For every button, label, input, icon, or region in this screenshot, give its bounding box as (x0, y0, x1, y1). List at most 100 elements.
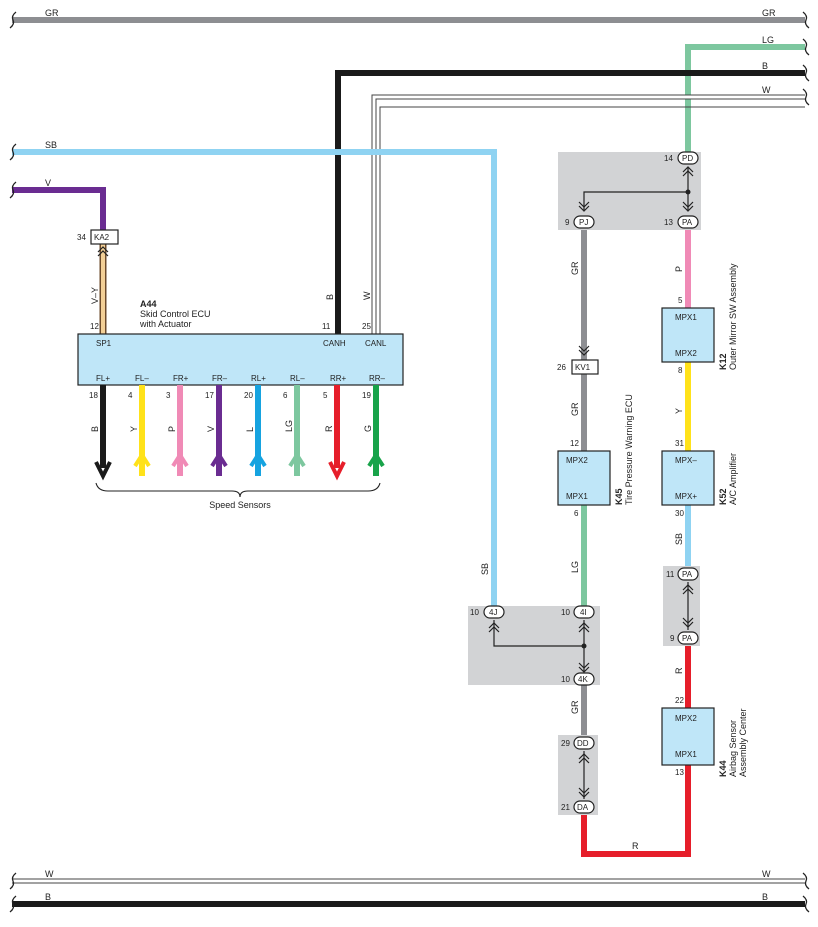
pin-pa-9-number: 9 (670, 634, 675, 643)
pin-4i-number: 10 (561, 608, 570, 617)
a44-sensor-pin-number-2: 3 (166, 391, 171, 400)
pin-pa-11-number: 11 (666, 570, 675, 579)
k12-bottom-pin-number: 8 (678, 366, 683, 375)
k44-bottom-pin-number: 13 (675, 768, 684, 777)
ka2-pin-number: 34 (77, 233, 86, 242)
a44-sensor-pin-0: FL+ (96, 374, 110, 383)
ecu-k12-box (661, 307, 715, 363)
k52-bottom-pin: MPX+ (675, 492, 697, 501)
a44-sensor-pin-number-3: 17 (205, 391, 214, 400)
a44-code: A44 (140, 299, 157, 309)
a44-sensor-pin-number-7: 19 (362, 391, 371, 400)
k12-top-pin: MPX1 (675, 313, 697, 322)
k52-top-pin: MPX– (675, 456, 697, 465)
sensor-wire-label-2: P (167, 426, 177, 432)
a44-sensor-pin-4: RL+ (251, 374, 266, 383)
sensor-wire-label-3: V (206, 426, 216, 432)
label-wire-top-gr-left: GR (45, 8, 59, 18)
pin-pd (677, 151, 699, 165)
pin-dd-label: DD (577, 739, 589, 748)
pin-4k-label: 4K (578, 675, 588, 684)
k44-bottom-pin: MPX1 (675, 750, 697, 759)
pin-da-label: DA (577, 803, 589, 812)
k45-name: Tire Pressure Warning ECU (624, 394, 634, 505)
ka2-label: KA2 (94, 233, 110, 242)
label-wire-gr-pj: GR (570, 261, 580, 275)
pin-pa-9-label: PA (682, 634, 693, 643)
pin-4j (483, 605, 505, 619)
kv1-chevron-icon (578, 345, 590, 356)
a44-name-line1: Skid Control ECU (140, 309, 211, 319)
label-wire-bottom-w-right: W (762, 869, 771, 879)
wire-top-w (371, 94, 805, 334)
label-wire-v: V (45, 178, 51, 188)
pin-da-number: 21 (561, 803, 570, 812)
pin-4i (573, 605, 595, 619)
ka2-chevron-icon (97, 246, 109, 257)
pin-da (573, 800, 595, 814)
pin-4j-label: 4J (489, 608, 497, 617)
a44-sensor-pin-2: FR+ (173, 374, 189, 383)
sensor-wire-label-6: R (324, 425, 334, 432)
pin-pd-number: 14 (664, 154, 673, 163)
pin-4j-number: 10 (470, 608, 479, 617)
k52-name: A/C Amplifier (728, 453, 738, 505)
pin-pj-number: 9 (565, 218, 570, 227)
k52-top-pin-number: 31 (675, 439, 684, 448)
a44-pin-canh-number: 11 (322, 322, 331, 331)
pin-pa-9 (677, 631, 699, 645)
k44-code: K44 (718, 760, 728, 777)
k52-code: K52 (718, 488, 728, 505)
pin-pa-top-label: PA (682, 218, 693, 227)
a44-sensor-pin-number-0: 18 (89, 391, 98, 400)
k45-bottom-pin: MPX1 (566, 492, 588, 501)
label-wire-bottom-b-right: B (762, 892, 768, 902)
wire-top-lg (685, 44, 805, 152)
sensor-wire-label-4: L (245, 427, 255, 432)
label-wire-y-k12: Y (674, 408, 684, 414)
label-wire-sb: SB (45, 140, 57, 150)
k45-top-pin-number: 12 (570, 439, 579, 448)
label-wire-bottom-b-left: B (45, 892, 51, 902)
a44-pin-canl: CANL (365, 339, 387, 348)
sensor-wire-label-0: B (90, 426, 100, 432)
k44-top-pin: MPX2 (675, 714, 697, 723)
speed-sensor-wires: FL+18BFL–4YFR+3PFR–17VRL+20LRL–6LGRR+5RR… (89, 374, 386, 481)
k44-name-line2: Assembly Center (738, 708, 748, 777)
a44-sensor-pin-6: RR+ (330, 374, 347, 383)
k44-top-pin-number: 22 (675, 696, 684, 705)
label-wire-lg-k45: LG (570, 561, 580, 573)
k52-bottom-pin-number: 30 (675, 509, 684, 518)
k45-bottom-pin-number: 6 (574, 509, 579, 518)
wire-end-brackets (9, 11, 810, 913)
a44-sensor-pin-3: FR– (212, 374, 228, 383)
label-wire-ecu-b: B (325, 294, 335, 300)
a44-pin-sp1-number: 12 (90, 322, 99, 331)
pin-pa-top-number: 13 (664, 218, 673, 227)
label-wire-bottom-r: R (632, 841, 639, 851)
a44-sensor-pin-5: RL– (290, 374, 305, 383)
label-wire-ecu-w: W (362, 291, 372, 300)
a44-sensor-pin-1: FL– (135, 374, 149, 383)
a44-sensor-pin-number-4: 20 (244, 391, 253, 400)
kv1-pin-number: 26 (557, 363, 566, 372)
pin-pa-top (677, 215, 699, 229)
sensor-arrow-down-icon-0 (94, 461, 112, 481)
label-wire-p-k12: P (674, 266, 684, 272)
a44-pin-canl-number: 25 (362, 322, 371, 331)
pin-dd (573, 736, 595, 750)
label-wire-top-b: B (762, 61, 768, 71)
ecu-a44-box (77, 333, 404, 386)
sensor-arrow-up-icon-4 (249, 451, 267, 468)
pin-4k-number: 10 (561, 675, 570, 684)
pin-pd-label: PD (682, 154, 693, 163)
label-wire-top-lg: LG (762, 35, 774, 45)
connector-ka2 (90, 229, 119, 245)
kv1-label: KV1 (575, 363, 591, 372)
sensor-arrow-up-icon-5 (288, 451, 306, 468)
label-wire-v-y: V–Y (90, 287, 100, 304)
label-wire-sb-k52: SB (674, 533, 684, 545)
label-wire-top-w: W (762, 85, 771, 95)
k44-name-line1: Airbag Sensor (728, 720, 738, 777)
sensor-arrow-up-icon-2 (171, 451, 189, 468)
